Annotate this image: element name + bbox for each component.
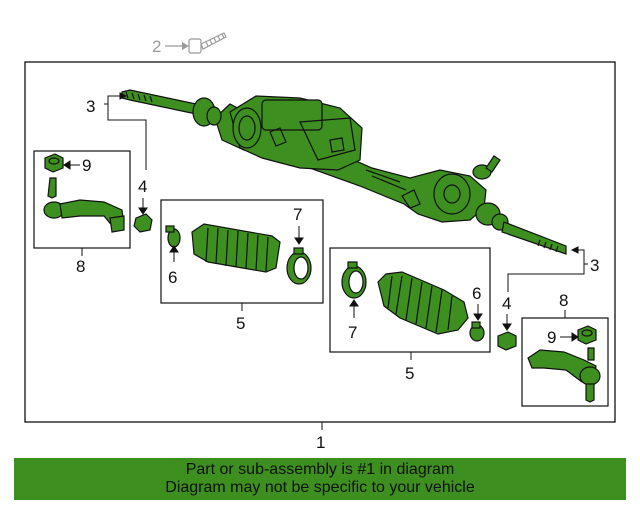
boot-right[interactable] [377,271,469,335]
callout-3-left-leader [104,92,147,170]
clamp-large-left[interactable] [286,247,312,285]
jam-nut-left[interactable] [133,213,153,233]
jam-nut-right[interactable] [497,331,517,351]
bolt-part-2[interactable]: 2 [152,32,227,56]
steering-rack-housing[interactable] [214,95,501,223]
outer-tie-rod-right[interactable] [527,347,601,403]
callout-7-left: 7 [293,205,302,224]
callout-9-left: 9 [82,156,91,175]
main-assembly-frame [24,61,616,423]
nut-right-leader [560,332,579,342]
outer-tie-rod-right-box [521,317,609,407]
boot-left[interactable] [191,223,281,273]
clamp-large-left-leader [294,226,304,245]
callout-9-right: 9 [547,328,556,347]
callout-4-left: 4 [138,177,147,196]
clamp-small-left-leader [169,245,179,262]
callout-8-right: 8 [559,291,568,310]
nut-left[interactable] [44,153,64,173]
clamp-large-right[interactable] [341,261,367,299]
callout-3-left: 3 [86,97,95,116]
callout-3-right: 3 [590,256,599,275]
clamp-large-right-leader [349,299,359,318]
banner-line-2: Diagram may not be specific to your vehi… [165,479,475,496]
clamp-small-right[interactable] [469,321,485,342]
boot-kit-right-box [329,247,491,353]
callout-7-right: 7 [348,323,357,342]
gear-assembly-callout: 1 [316,422,325,452]
callout-5-right: 5 [405,364,414,383]
nut-right[interactable] [577,325,597,345]
callout-8-left: 8 [76,257,85,276]
jam-nut-right-leader [502,314,512,331]
callout-6-right: 6 [472,284,481,303]
inner-tie-rod-right[interactable] [475,202,567,255]
nut-left-leader [63,160,80,170]
callout-3-right-leader [507,246,588,292]
callout-1: 1 [316,433,325,452]
banner-line-1: Part or sub-assembly is #1 in diagram [185,461,455,478]
outer-tie-rod-left[interactable] [43,177,125,233]
info-banner: Part or sub-assembly is #1 in diagram Di… [14,458,626,500]
clamp-small-left[interactable] [165,225,181,248]
callout-5-left: 5 [236,314,245,333]
jam-nut-left-leader [138,198,148,215]
callout-4-right: 4 [502,294,511,313]
callout-6-left: 6 [168,268,177,287]
callout-2: 2 [152,37,161,56]
inner-tie-rod-left[interactable] [121,89,222,127]
clamp-small-right-leader [473,304,483,321]
